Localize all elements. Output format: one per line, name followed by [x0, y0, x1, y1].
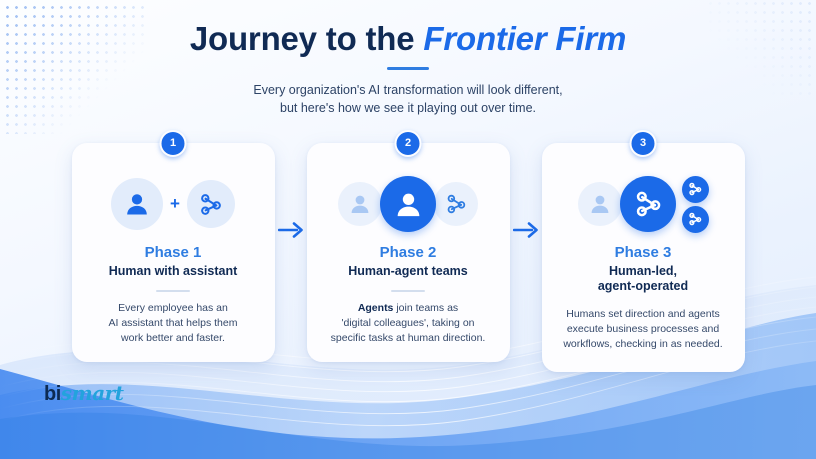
phase-3-subtitle-line1: Human-led,: [608, 264, 678, 278]
phase-3-small-agents: [681, 175, 709, 233]
phase-badge-3: 3: [629, 130, 657, 157]
phase-2-icon-group: [319, 173, 498, 235]
arrow-right-icon: [277, 222, 303, 238]
person-faded-glyph: [591, 195, 608, 213]
person-solid-glyph: [397, 193, 419, 216]
logo-part-smart: smart: [60, 381, 124, 405]
phase-3-body: Humans set direction and agents execute …: [554, 307, 733, 352]
phase-2-body-bold: Agents: [357, 302, 394, 314]
page-subtitle-line1: Every organization's AI transformation w…: [253, 83, 563, 97]
bismart-logo: bismart: [44, 381, 124, 405]
phase-1-body: Every employee has an AI assistant that …: [84, 301, 263, 346]
phase-card-3[interactable]: 3: [541, 130, 745, 372]
phase-3-spacer: [554, 294, 733, 307]
agent-network-solid-glyph: [636, 191, 660, 217]
arrow-right-icon: [512, 222, 538, 238]
phase-3-body-line2: execute business processes and: [566, 323, 720, 335]
phase-2-divider: [391, 290, 425, 292]
phase-card-2[interactable]: 2: [306, 130, 510, 362]
phase-1-icon-group: +: [84, 173, 263, 235]
agent-network-faded-icon: [434, 182, 478, 226]
page-title-main: Journey to the: [189, 20, 424, 57]
phase-3-body-line3: workflows, checking in as needed.: [563, 338, 723, 350]
phase-cards-row: 1 +: [0, 130, 816, 375]
phase-3-name: Phase 3: [614, 244, 672, 261]
page-title-accent: Frontier Firm: [423, 20, 627, 57]
phase-3-icon-group: [554, 173, 733, 235]
phase-badge-2: 2: [394, 130, 422, 157]
person-glyph: [127, 194, 147, 215]
phase-1-body-line1: Every employee has an: [118, 302, 228, 314]
person-faded-icon: [338, 182, 382, 226]
agent-network-small-glyph: [689, 182, 702, 196]
agent-network-glyph: [201, 193, 222, 215]
phase-2-body-line2: 'digital colleagues', taking on: [341, 317, 475, 329]
phase-1-subtitle: Human with assistant: [108, 264, 238, 278]
phase-2-body-line1-rest: join teams as: [393, 302, 459, 314]
phase-2-name: Phase 2: [379, 244, 437, 261]
connector-arrow-1: [275, 143, 307, 375]
agent-network-faded-glyph: [447, 194, 466, 214]
phase-3-subtitle-line2: agent-operated: [597, 279, 689, 293]
phase-1-name: Phase 1: [144, 244, 202, 261]
logo-part-bi: bi: [44, 383, 61, 405]
phase-1-body-line2: AI assistant that helps them: [108, 317, 238, 329]
phase-3-body-line1: Humans set direction and agents: [566, 308, 720, 320]
phase-3-subtitle: Human-led, agent-operated: [554, 264, 733, 294]
person-faded-icon: [577, 182, 622, 226]
phase-card-1[interactable]: 1 +: [71, 130, 275, 362]
phase-2-body: Agents join teams as 'digital colleagues…: [319, 301, 498, 346]
connector-arrow-2: [510, 143, 542, 375]
page-subtitle: Every organization's AI transformation w…: [168, 81, 648, 117]
title-underline-rule: [387, 67, 429, 70]
phase-1-divider: [156, 290, 190, 292]
page-title: Journey to the Frontier Firm: [0, 0, 816, 58]
plus-icon: +: [170, 194, 180, 213]
agent-network-solid-icon: [619, 176, 676, 232]
phase-2-body-line3: specific tasks at human direction.: [330, 332, 486, 344]
agent-network-small-icon: [681, 205, 709, 233]
person-solid-icon: [380, 176, 436, 232]
person-icon: [111, 178, 164, 230]
phase-2-subtitle: Human-agent teams: [348, 264, 468, 278]
phase-badge-1: 1: [159, 130, 187, 157]
phase-1-body-line3: work better and faster.: [121, 332, 225, 344]
agent-network-small-icon: [681, 175, 709, 203]
person-faded-glyph: [351, 195, 369, 213]
header: Journey to the Frontier Firm Every organ…: [0, 0, 816, 117]
agent-network-icon: [186, 180, 235, 228]
agent-network-small-glyph: [689, 212, 702, 226]
page-subtitle-line2: but here's how we see it playing out ove…: [280, 101, 536, 115]
